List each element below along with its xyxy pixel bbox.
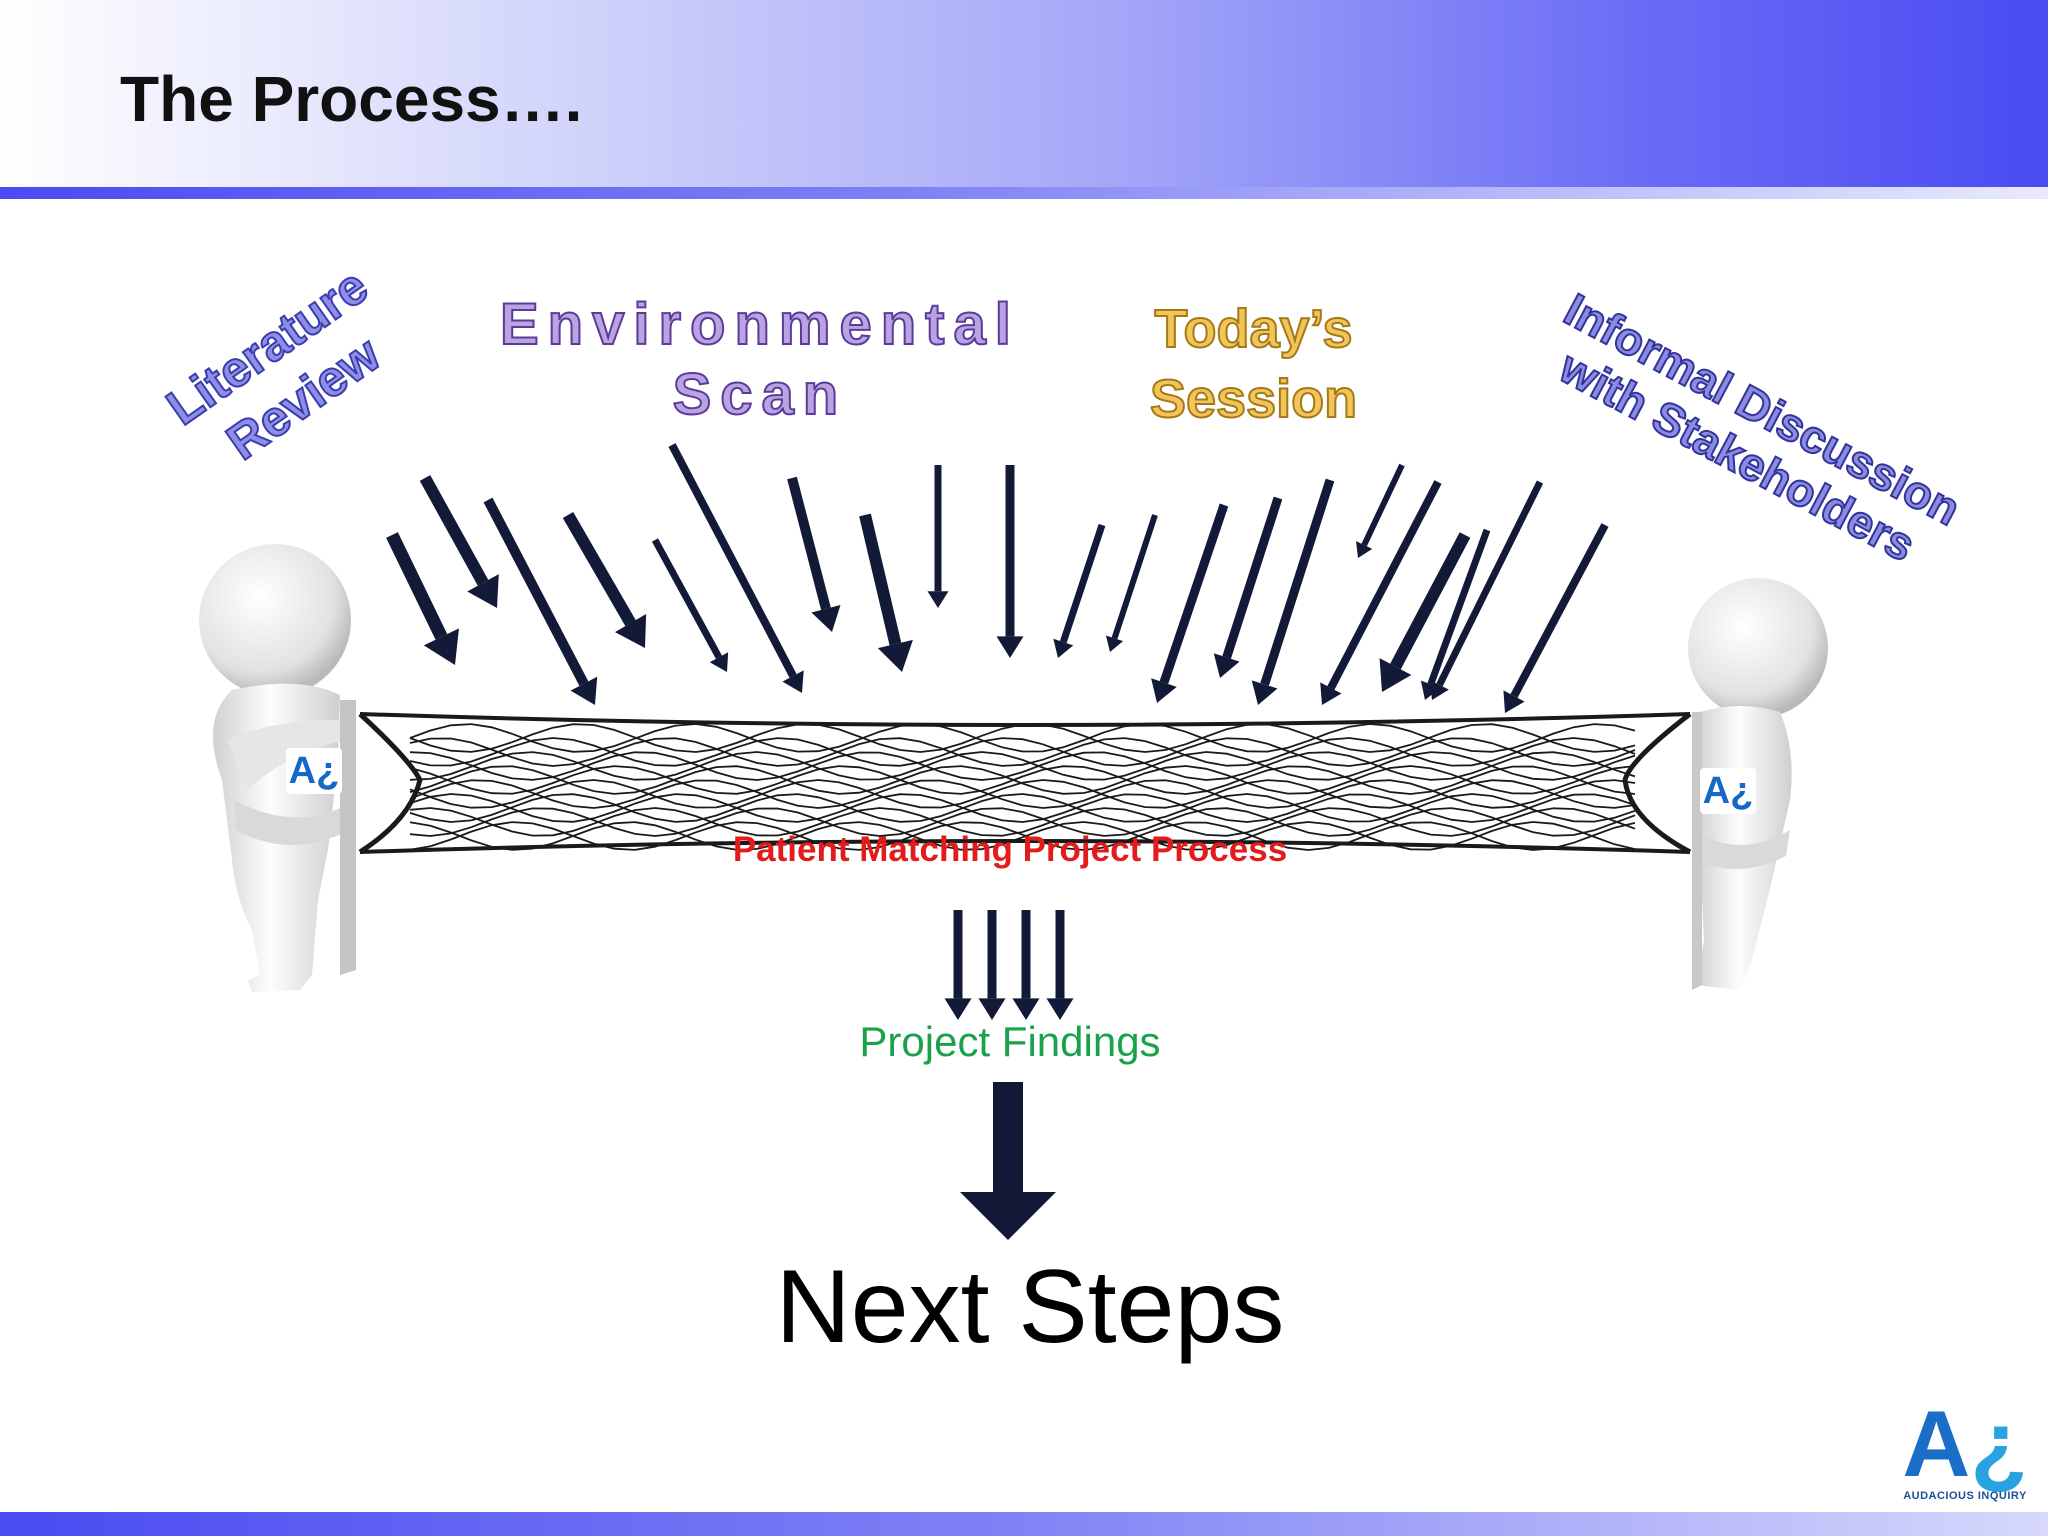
source-arrow-21-arrow-down-icon	[1503, 523, 1609, 713]
findings-arrow-1-arrow-down-icon	[944, 910, 972, 1020]
logo-mark-q: ¿	[1970, 1391, 2028, 1496]
net-strand	[409, 821, 1636, 851]
findings-arrows-group	[944, 910, 1074, 1020]
header-underline	[0, 187, 2048, 199]
findings-arrow-3-arrow-down-icon	[1012, 910, 1040, 1020]
right-figure-badge: A¿	[1700, 768, 1756, 814]
source-todays-session: Today’s Session	[1149, 294, 1358, 434]
net-icon	[358, 712, 1692, 855]
source-arrows-group	[386, 443, 1609, 713]
findings-label: Project Findings	[859, 1018, 1161, 1065]
net-strand	[409, 723, 1636, 753]
source-today-line-2: Session	[1149, 368, 1358, 430]
source-environmental-line-2: Scan	[672, 361, 848, 428]
logo-text: AUDACIOUS INQUIRY	[1903, 1490, 2027, 1502]
source-arrow-5-arrow-down-icon	[651, 538, 729, 672]
source-arrow-9-arrow-down-icon	[927, 465, 949, 608]
source-arrow-2-arrow-down-icon	[419, 475, 499, 608]
source-arrow-13-arrow-down-icon	[1151, 503, 1229, 703]
net-strand	[409, 793, 1636, 823]
source-arrow-20-arrow-down-icon	[1430, 480, 1544, 700]
findings-arrow-4-arrow-down-icon	[1046, 910, 1074, 1020]
net-strand	[409, 737, 1636, 767]
findings-arrow-2-arrow-down-icon	[978, 910, 1006, 1020]
net-strand	[409, 723, 1636, 753]
next-steps-label: Next Steps	[775, 1249, 1285, 1365]
source-arrow-15-arrow-down-icon	[1251, 478, 1335, 705]
net-strand	[409, 765, 1636, 795]
logo-mark-a: A	[1902, 1391, 1971, 1496]
source-today-line-1: Today’s	[1154, 298, 1354, 360]
audacious-inquiry-logo: A¿ AUDACIOUS INQUIRY	[1892, 1397, 2038, 1508]
footer-bar	[0, 1512, 2048, 1536]
source-arrow-4-arrow-down-icon	[562, 511, 647, 648]
header-band	[0, 0, 2048, 190]
net-strand	[409, 751, 1636, 781]
source-environmental-scan: Environmental Scan	[499, 290, 1020, 429]
net-strand	[409, 751, 1636, 781]
next-steps-arrow-group	[960, 1082, 1056, 1240]
left-figure-badge: A¿	[286, 748, 342, 794]
page-title: The Process….	[120, 63, 583, 135]
source-arrow-1-arrow-down-icon	[386, 532, 459, 665]
source-arrow-7-arrow-down-icon	[787, 476, 841, 632]
net-strand	[409, 779, 1636, 809]
net-strand	[409, 807, 1636, 837]
source-arrow-11-arrow-down-icon	[1053, 523, 1106, 658]
source-arrow-6-arrow-down-icon	[668, 443, 804, 693]
logo-mark: A¿	[1892, 1397, 2038, 1491]
source-environmental-line-1: Environmental	[499, 291, 1020, 358]
source-arrow-17-arrow-down-icon	[1320, 480, 1442, 705]
source-arrow-12-arrow-down-icon	[1105, 514, 1158, 652]
source-arrow-18-arrow-down-icon	[1379, 532, 1471, 692]
net-strand	[409, 821, 1636, 851]
source-arrow-10-arrow-down-icon	[996, 465, 1024, 658]
process-label: Patient Matching Project Process	[732, 830, 1288, 869]
net-strand	[409, 737, 1636, 767]
net-strand	[409, 779, 1636, 809]
source-arrow-3-arrow-down-icon	[483, 497, 598, 705]
source-arrow-16-arrow-down-icon	[1356, 463, 1405, 558]
net-strand	[409, 793, 1636, 823]
source-arrow-8-arrow-down-icon	[859, 513, 913, 672]
next-steps-arrow-down-icon	[960, 1082, 1056, 1240]
source-arrow-14-arrow-down-icon	[1213, 496, 1283, 678]
net-strand	[409, 807, 1636, 837]
source-arrow-19-arrow-down-icon	[1420, 528, 1491, 700]
